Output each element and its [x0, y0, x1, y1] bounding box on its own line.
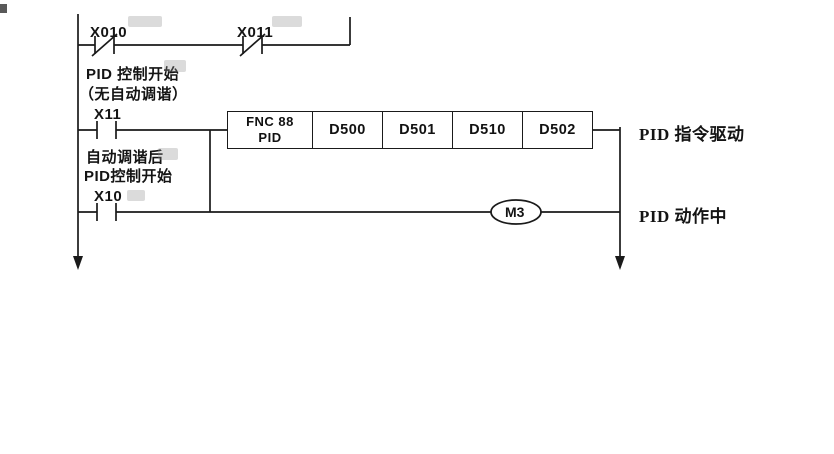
contact-x011-label: X011 — [237, 24, 274, 41]
annotation-pid-start-line2: （无自动调谐） — [79, 86, 188, 103]
contact-x10-label: X10 — [94, 188, 123, 205]
operand-cell-s3: D510 — [452, 112, 522, 148]
down-arrow-right — [615, 256, 625, 270]
scan-artifact — [272, 16, 302, 27]
contact-x11-symbol — [96, 121, 117, 139]
coil-m3-label: M3 — [505, 204, 525, 220]
contact-x10-symbol — [96, 203, 117, 221]
rung-label-pid-running: PID 动作中 — [639, 207, 728, 226]
operand-cell-d: D502 — [522, 112, 592, 148]
contact-x010-symbol — [91, 33, 118, 57]
instruction-opcode-cell: FNC 88 PID — [228, 112, 312, 148]
rung-label-pid-drive: PID 指令驱动 — [639, 125, 745, 144]
coil-m3-symbol — [490, 199, 542, 225]
annotation-autotune-line2: PID控制开始 — [84, 168, 173, 185]
contact-x011-symbol — [239, 33, 266, 57]
pid-instruction-box: FNC 88 PID D500 D501 D510 D502 — [227, 111, 593, 149]
operand-cell-s2: D501 — [382, 112, 452, 148]
contact-x11-label: X11 — [94, 106, 122, 123]
scan-artifact — [158, 148, 178, 160]
annotation-pid-start-line1: PID 控制开始 — [86, 66, 180, 83]
contact-x010-label: X010 — [90, 24, 128, 41]
down-arrow-left — [73, 256, 83, 270]
rung-top — [78, 17, 351, 46]
annotation-autotune-line1: 自动调谐后 — [86, 149, 164, 166]
instruction-fnc-number: FNC 88 — [246, 114, 294, 130]
operand-cell-s1: D500 — [312, 112, 382, 148]
scan-artifact — [0, 4, 7, 13]
instruction-mnemonic: PID — [258, 130, 282, 145]
scan-artifact — [128, 16, 162, 27]
scan-artifact — [164, 60, 186, 72]
scan-artifact — [127, 190, 145, 201]
